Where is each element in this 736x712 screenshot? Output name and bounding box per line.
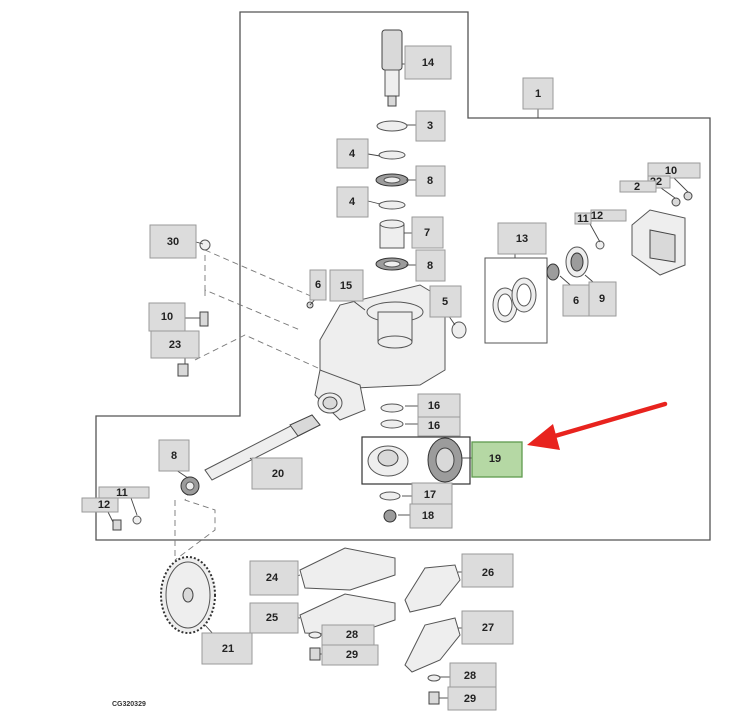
svg-text:29: 29	[464, 693, 476, 705]
svg-text:16: 16	[428, 400, 440, 412]
callout-20: 20	[251, 457, 303, 490]
svg-text:12: 12	[591, 210, 603, 222]
svg-text:10: 10	[161, 311, 173, 323]
svg-text:21: 21	[222, 643, 234, 655]
seal-part	[451, 321, 467, 339]
callout-30: 30	[149, 224, 197, 259]
callout-27: 27	[461, 610, 514, 645]
callout-23: 23	[150, 330, 200, 359]
svg-text:23: 23	[169, 339, 181, 351]
svg-text:11: 11	[116, 487, 128, 499]
callout-25: 25	[249, 602, 299, 634]
svg-text:3: 3	[427, 120, 433, 132]
cover-bracket	[631, 191, 693, 276]
callout-28b: 28	[449, 662, 497, 688]
cover-plates	[299, 547, 396, 636]
callout-8c: 8	[158, 439, 190, 472]
callout-16: 16	[417, 393, 461, 418]
svg-text:11: 11	[577, 213, 589, 225]
callout-29: 29	[321, 644, 379, 666]
callout-11: 11	[574, 212, 592, 225]
svg-text:12: 12	[98, 499, 110, 511]
svg-text:18: 18	[422, 510, 434, 522]
callout-24: 24	[249, 560, 299, 596]
svg-text:15: 15	[340, 280, 352, 292]
svg-text:17: 17	[424, 489, 436, 501]
svg-text:8: 8	[427, 175, 433, 187]
side-bearing	[546, 240, 605, 281]
callout-12b: 12	[81, 497, 119, 513]
callout-14: 14	[404, 45, 452, 80]
svg-text:13: 13	[516, 233, 528, 245]
callout-28: 28	[321, 624, 375, 646]
callout-8: 8	[415, 165, 446, 197]
svg-text:14: 14	[422, 57, 435, 69]
svg-text:5: 5	[442, 296, 448, 308]
red-pointer-arrow	[527, 401, 668, 450]
svg-text:10: 10	[665, 165, 677, 177]
callout-10: 10	[148, 302, 186, 332]
svg-text:28: 28	[346, 629, 358, 641]
callout-7: 7	[411, 216, 444, 249]
svg-text:9: 9	[599, 293, 605, 305]
svg-text:6: 6	[315, 279, 321, 291]
input-shaft	[180, 414, 321, 496]
svg-text:29: 29	[346, 649, 358, 661]
callout-16b: 16	[417, 416, 461, 437]
gasket-group	[484, 257, 548, 344]
callout-4: 4	[336, 138, 369, 169]
shaft-part	[381, 29, 403, 107]
svg-text:7: 7	[424, 227, 430, 239]
callout-15: 15	[329, 269, 364, 302]
callout-18: 18	[409, 503, 453, 529]
svg-text:30: 30	[167, 236, 179, 248]
washer-bearing-stack	[375, 120, 409, 271]
gearbox-housing	[314, 284, 446, 421]
sprocket	[160, 556, 216, 634]
callout-9: 9	[588, 281, 617, 317]
callout-4b: 4	[336, 186, 369, 218]
callout-12: 12	[590, 209, 627, 222]
callout-29b: 29	[447, 686, 497, 711]
callout-11b: 11	[98, 486, 150, 499]
svg-text:25: 25	[266, 612, 278, 624]
svg-text:4: 4	[349, 148, 356, 160]
washer-nut-17-18	[379, 491, 401, 523]
assembly-frame	[95, 11, 711, 541]
callout-26: 26	[461, 553, 514, 588]
svg-text:1: 1	[535, 88, 541, 100]
bolts-28-29	[308, 631, 441, 705]
callout-2: 2	[619, 180, 657, 193]
callout-5: 5	[429, 285, 462, 318]
washers-16	[380, 403, 404, 429]
svg-text:24: 24	[266, 572, 279, 584]
callout-19-highlighted: 19	[471, 441, 523, 478]
fasteners-lower-left	[112, 515, 142, 531]
svg-text:16: 16	[428, 420, 440, 432]
svg-text:4: 4	[349, 196, 356, 208]
bevel-gear-set	[361, 436, 471, 485]
svg-text:19: 19	[489, 453, 501, 465]
svg-text:8: 8	[171, 450, 177, 462]
callout-3: 3	[415, 110, 446, 142]
shield-plates	[404, 564, 461, 673]
figure-id-caption: CG320329	[112, 701, 146, 708]
callout-21: 21	[201, 632, 253, 665]
svg-text:20: 20	[272, 468, 284, 480]
svg-text:27: 27	[482, 622, 494, 634]
svg-text:28: 28	[464, 670, 476, 682]
svg-text:26: 26	[482, 567, 494, 579]
dashed-alignment-lines	[174, 249, 321, 561]
callout-6: 6	[309, 269, 327, 301]
callout-8b: 8	[415, 249, 446, 282]
svg-text:6: 6	[573, 295, 579, 307]
callout-17: 17	[411, 482, 453, 507]
callout-1: 1	[522, 77, 554, 110]
callout-6b: 6	[562, 284, 590, 317]
callout-10b: 10	[647, 162, 701, 179]
svg-text:8: 8	[427, 260, 433, 272]
svg-text:2: 2	[634, 181, 640, 193]
callout-13: 13	[497, 222, 547, 255]
